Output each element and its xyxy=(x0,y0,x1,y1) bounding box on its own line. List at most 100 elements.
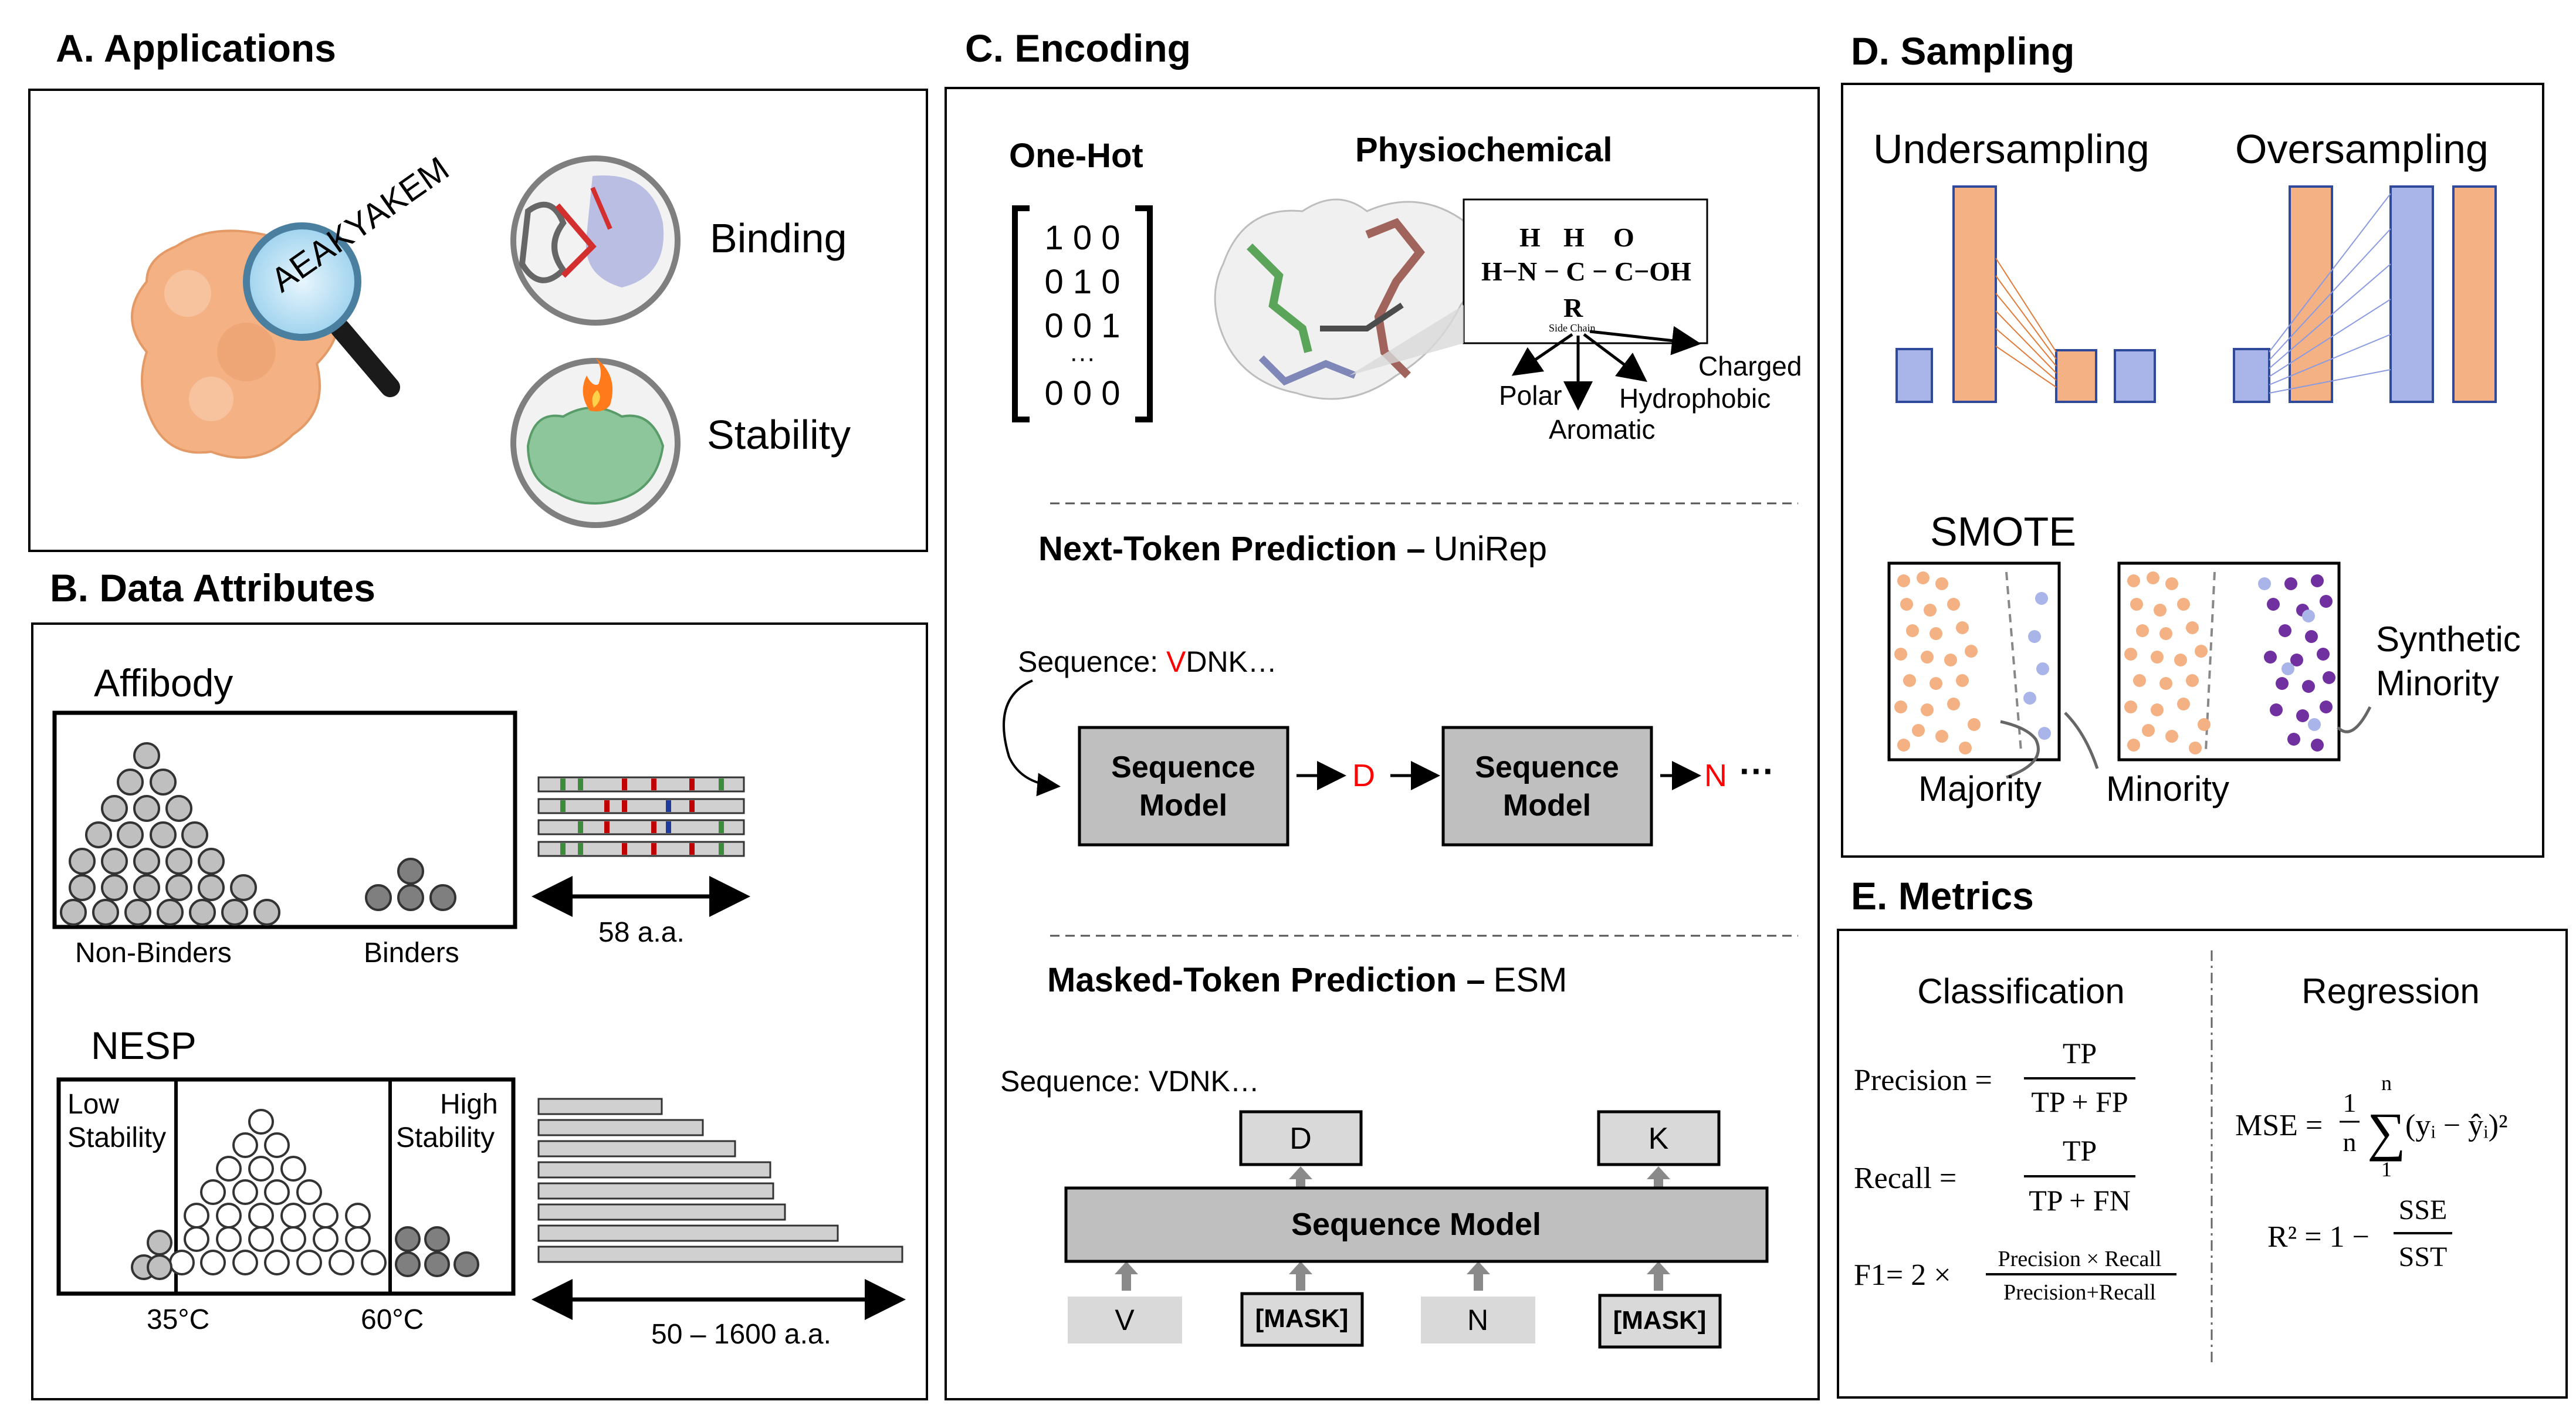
arrow-hydrophobic xyxy=(1583,333,1647,382)
majority-label: Majority xyxy=(1918,769,2042,808)
minority-dot xyxy=(2308,718,2321,731)
nesp-dot xyxy=(232,1250,258,1275)
majority-dot xyxy=(2189,742,2202,754)
residue-mark xyxy=(604,821,610,833)
nonbinder-dot xyxy=(117,769,144,796)
nesp-low-line2: Stability xyxy=(67,1122,166,1153)
f1-lhs: F1= 2 × xyxy=(1854,1258,1951,1292)
nesp-dot xyxy=(361,1250,387,1275)
classification-title: Classification xyxy=(1917,972,2124,1011)
binder-dot xyxy=(365,884,392,911)
nesp-dot xyxy=(216,1226,242,1252)
high-stability-dot xyxy=(453,1251,479,1277)
majority-dot xyxy=(2133,674,2146,687)
minority-bar xyxy=(1895,348,1933,403)
matrix-bracket-left xyxy=(1012,205,1030,422)
residue-mark xyxy=(689,779,695,790)
ntp-title: Next-Token Prediction –UniRep xyxy=(1038,530,1547,568)
nesp-dot xyxy=(296,1179,322,1205)
f1-den: Precision+Recall xyxy=(2003,1280,2156,1305)
arrow-charged xyxy=(1589,326,1701,356)
nonbinder-dot xyxy=(60,899,87,926)
nonbinder-dot xyxy=(69,848,96,875)
matrix-row: 0 1 0 xyxy=(1045,263,1121,301)
residue-mark xyxy=(719,779,724,790)
residue-mark xyxy=(578,843,583,855)
majority-dot xyxy=(1894,700,1907,713)
undersampled-majority-bar xyxy=(2055,349,2097,403)
minority-dot xyxy=(2023,692,2036,705)
nesp-dot xyxy=(216,1156,242,1182)
nonbinder-dot xyxy=(157,899,184,926)
binders-dots xyxy=(365,858,456,911)
synthetic-dot xyxy=(2323,671,2335,684)
majority-dot xyxy=(1897,574,1910,587)
nonbinder-dot xyxy=(165,848,192,875)
synthetic-dot xyxy=(2320,595,2333,608)
mtp-up-arrows xyxy=(1115,1166,1670,1291)
majority-dot xyxy=(1894,648,1907,661)
ntp-model-1-line1: Sequence xyxy=(1111,750,1255,784)
majority-dot xyxy=(1917,571,1930,584)
majority-dot xyxy=(1947,598,1960,611)
nesp-low-line1: Low xyxy=(67,1089,119,1120)
label-hydrophobic: Hydrophobic xyxy=(1619,383,1771,414)
mapping-line xyxy=(2269,228,2391,361)
mtp-title: Masked-Token Prediction –ESM xyxy=(1047,961,1567,999)
panel-b-frame xyxy=(31,622,928,1400)
residue-mark xyxy=(622,800,627,812)
majority-dot xyxy=(2186,621,2199,634)
synthetic-dot xyxy=(2276,677,2289,690)
oversampled-minority-bar xyxy=(2389,185,2434,403)
smote-dots xyxy=(1894,571,2335,754)
majority-dot xyxy=(2177,698,2190,710)
mapping-line xyxy=(2269,193,2391,353)
struct-h1: H xyxy=(1519,222,1541,252)
ntp-model-1 xyxy=(1078,726,1289,847)
onehot-title: One-Hot xyxy=(1009,137,1143,175)
label-aromatic: Aromatic xyxy=(1549,414,1655,445)
affibody-sequence-bars xyxy=(537,776,745,857)
struct-r: R xyxy=(1563,293,1583,323)
majority-dot xyxy=(2130,598,2143,611)
nesp-dot xyxy=(280,1156,306,1182)
nesp-length-label: 50 – 1600 a.a. xyxy=(651,1319,831,1350)
nonbinder-dot xyxy=(69,874,96,901)
nesp-dot xyxy=(248,1109,274,1135)
synthetic-dot xyxy=(2317,648,2330,661)
nesp-length-bar xyxy=(537,1203,786,1221)
mtp-token-box-3 xyxy=(1421,1297,1535,1343)
synthetic-dot xyxy=(2284,577,2297,590)
panel-c-frame xyxy=(945,87,1820,1400)
majority-dot xyxy=(1930,677,1942,690)
f1-num: Precision × Recall xyxy=(1998,1247,2162,1271)
sum-sign: ∑ xyxy=(2367,1102,2406,1162)
nonbinder-dot xyxy=(124,899,151,926)
precision-num: TP xyxy=(2063,1037,2097,1070)
panel-d-frame xyxy=(1841,83,2544,858)
nonbinder-dot xyxy=(165,795,192,822)
nesp-length-bar xyxy=(537,1119,704,1136)
binding-icon xyxy=(510,155,681,326)
nesp-dot xyxy=(169,1250,195,1275)
majority-dot xyxy=(1965,645,1978,658)
nesp-length-bar xyxy=(537,1098,663,1115)
recall-den: TP + FN xyxy=(2029,1184,2131,1217)
synthetic-dot xyxy=(2287,733,2300,746)
nesp-dot xyxy=(184,1203,209,1229)
majority-dot xyxy=(2159,677,2172,690)
nesp-dot xyxy=(329,1250,354,1275)
high-stability-dot xyxy=(395,1251,421,1277)
binder-dot xyxy=(397,884,424,911)
panel-d-title: D. Sampling xyxy=(1851,29,2074,73)
high-stability-dot xyxy=(424,1251,450,1277)
panel-b: B. Data Attributes Affibody Non-Binders … xyxy=(31,566,928,1400)
mapping-line xyxy=(1995,258,2057,353)
majority-dot xyxy=(2154,604,2167,617)
nesp-dot xyxy=(248,1203,274,1229)
nonbinder-dot xyxy=(253,899,280,926)
precision-lhs: Precision = xyxy=(1854,1064,1992,1097)
mtp-output-d-box xyxy=(1239,1110,1363,1166)
synthetic-dot xyxy=(2311,574,2324,587)
